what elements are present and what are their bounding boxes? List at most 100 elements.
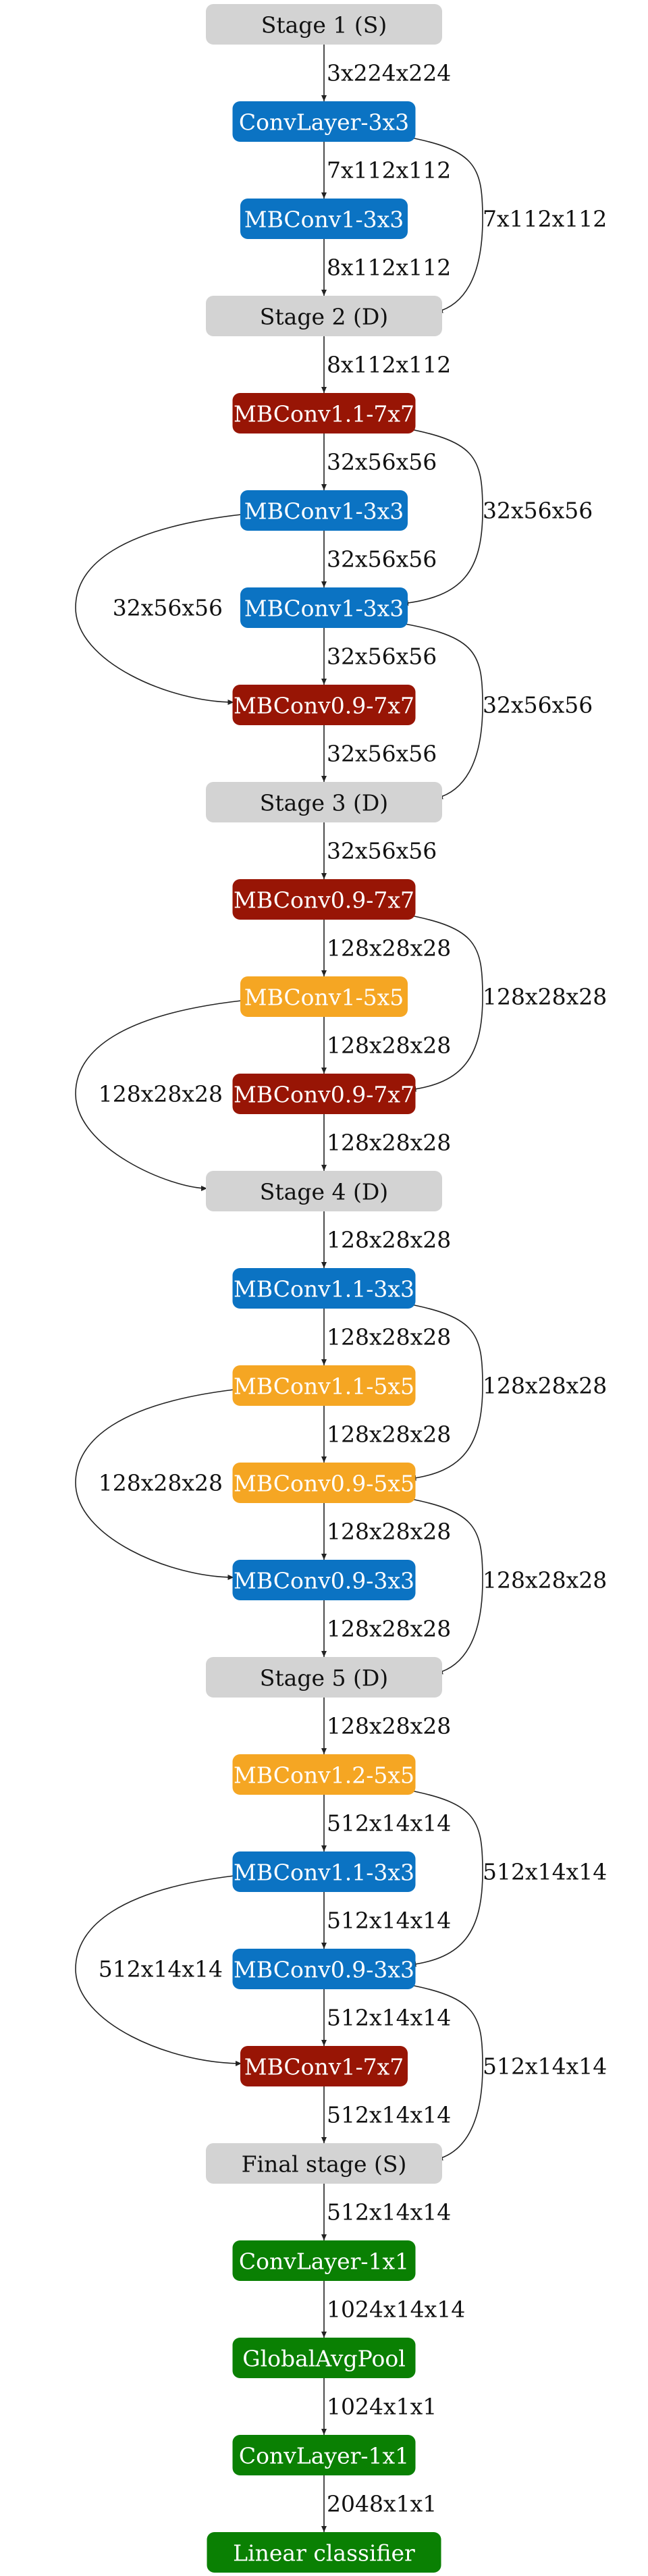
edge-n15-n16: 512x14x14: [321, 1892, 451, 1949]
node-box: [232, 393, 416, 433]
edge-label: 512x14x14: [327, 1810, 451, 1837]
node-label: MBConv0.9-7x7: [234, 1082, 414, 1108]
node-box: [232, 879, 416, 920]
node-label: MBConv0.9-5x5: [234, 1471, 414, 1497]
edge-label: 512x14x14: [327, 2005, 451, 2031]
layer-node-n5: MBConv1-3x3: [240, 587, 408, 628]
edge-n8-n9: 128x28x28: [321, 1017, 451, 1074]
edge-n4-n5: 32x56x56: [321, 531, 437, 587]
node-box: [232, 1949, 416, 1989]
edge-label: 128x28x28: [483, 984, 607, 1010]
node-label: Stage 5 (D): [260, 1665, 388, 1691]
node-label: Stage 3 (D): [260, 790, 388, 816]
edge-label: 32x56x56: [327, 643, 437, 670]
node-label: GlobalAvgPool: [242, 2346, 406, 2372]
edges-layer: 3x224x2247x112x1127x112x1128x112x1128x11…: [75, 45, 607, 2532]
edge-label: 2048x1x1: [327, 2491, 437, 2517]
edge-label: 3x224x224: [327, 60, 451, 86]
edge-n13-s5: 128x28x28: [321, 1600, 451, 1657]
edge-label: 32x56x56: [113, 595, 223, 621]
edge-n11-n13: 128x28x28: [75, 1388, 246, 1580]
node-box: [232, 1754, 416, 1795]
edge-label: 512x14x14: [327, 1908, 451, 1934]
edge-label: 32x56x56: [327, 741, 437, 767]
layer-node-n19: GlobalAvgPool: [232, 2338, 416, 2378]
edge-line: [75, 1874, 246, 2066]
edge-line: [396, 1787, 483, 1967]
edge-n19-n20: 1024x1x1: [321, 2378, 437, 2435]
node-label: Stage 1 (S): [261, 12, 387, 38]
layer-node-n2: MBConv1-3x3: [240, 199, 408, 239]
node-label: MBConv1.1-3x3: [234, 1276, 414, 1303]
edge-n5-s3: 32x56x56: [388, 621, 593, 799]
node-box: [232, 1851, 416, 1892]
node-box: [206, 296, 442, 336]
layer-node-n4: MBConv1-3x3: [240, 490, 408, 531]
node-box: [232, 1560, 416, 1600]
node-label: MBConv0.9-3x3: [234, 1568, 414, 1594]
edge-label: 7x112x112: [327, 157, 451, 184]
edge-line: [75, 512, 254, 705]
layer-node-n18: ConvLayer-1x1: [232, 2240, 416, 2281]
edge-label: 128x28x28: [483, 1373, 607, 1399]
node-box: [232, 101, 416, 142]
layer-node-n7: MBConv0.9-7x7: [232, 879, 416, 920]
node-label: MBConv0.9-7x7: [234, 693, 414, 719]
layer-node-n20: ConvLayer-1x1: [232, 2435, 416, 2475]
edge-label: 128x28x28: [483, 1567, 607, 1594]
edge-n7-n8: 128x28x28: [321, 920, 451, 976]
edge-n11-n12: 128x28x28: [321, 1406, 451, 1463]
layer-node-n15: MBConv1.1-3x3: [232, 1851, 416, 1892]
edge-label: 128x28x28: [327, 1130, 451, 1156]
node-label: MBConv0.9-7x7: [234, 887, 414, 914]
stage-node-s2: Stage 2 (D): [206, 296, 442, 336]
edge-label: 7x112x112: [483, 206, 607, 232]
edge-label: 8x112x112: [327, 352, 451, 378]
node-box: [240, 199, 408, 239]
edge-label: 512x14x14: [99, 1956, 223, 1982]
node-label: MBConv1.2-5x5: [234, 1762, 414, 1789]
edge-label: 32x56x56: [483, 692, 593, 718]
edge-n9-s4: 128x28x28: [321, 1114, 451, 1171]
layer-node-n13: MBConv0.9-3x3: [232, 1560, 416, 1600]
layer-node-n10: MBConv1.1-3x3: [232, 1268, 416, 1309]
node-box: [240, 976, 408, 1017]
edge-label: 512x14x14: [327, 2199, 451, 2226]
edge-label: 128x28x28: [327, 1324, 451, 1350]
edge-label: 128x28x28: [327, 1713, 451, 1739]
edge-s2-n3: 8x112x112: [321, 336, 451, 393]
edge-label: 1024x1x1: [327, 2394, 437, 2420]
node-box: [232, 2435, 416, 2475]
node-box: [232, 1268, 416, 1309]
layer-node-n6: MBConv0.9-7x7: [232, 685, 416, 725]
stage-node-s5: Stage 5 (D): [206, 1657, 442, 1698]
edge-n16-fs: 512x14x14: [396, 1982, 607, 2161]
edge-line: [396, 1982, 483, 2161]
edge-n1-s2: 7x112x112: [396, 134, 607, 313]
layer-node-n11: MBConv1.1-5x5: [232, 1365, 416, 1406]
edge-n15-n17: 512x14x14: [75, 1874, 246, 2066]
node-box: [232, 1365, 416, 1406]
edge-n3-n4: 32x56x56: [321, 433, 437, 490]
edge-line: [396, 426, 483, 606]
stage-node-fs: Final stage (S): [206, 2143, 442, 2184]
edge-line: [388, 621, 483, 799]
edge-n5-n6: 32x56x56: [321, 628, 437, 685]
layer-node-n8: MBConv1-5x5: [240, 976, 408, 1017]
edge-label: 128x28x28: [327, 935, 451, 962]
edge-line: [75, 1388, 246, 1580]
edge-label: 32x56x56: [483, 498, 593, 524]
stage-node-s3: Stage 3 (D): [206, 782, 442, 822]
edge-label: 512x14x14: [483, 2053, 607, 2080]
node-label: MBConv1-3x3: [244, 207, 404, 233]
node-label: ConvLayer-1x1: [239, 2443, 409, 2469]
node-label: MBConv0.9-3x3: [234, 1957, 414, 1983]
edge-label: 32x56x56: [327, 838, 437, 864]
edge-n3-n5: 32x56x56: [396, 426, 593, 606]
edge-label: 128x28x28: [327, 1227, 451, 1253]
node-label: MBConv1.1-5x5: [234, 1373, 414, 1400]
node-label: MBConv1-3x3: [244, 498, 404, 525]
node-box: [232, 2240, 416, 2281]
edge-label: 1024x14x14: [327, 2296, 465, 2323]
layer-node-n17: MBConv1-7x7: [240, 2046, 408, 2086]
